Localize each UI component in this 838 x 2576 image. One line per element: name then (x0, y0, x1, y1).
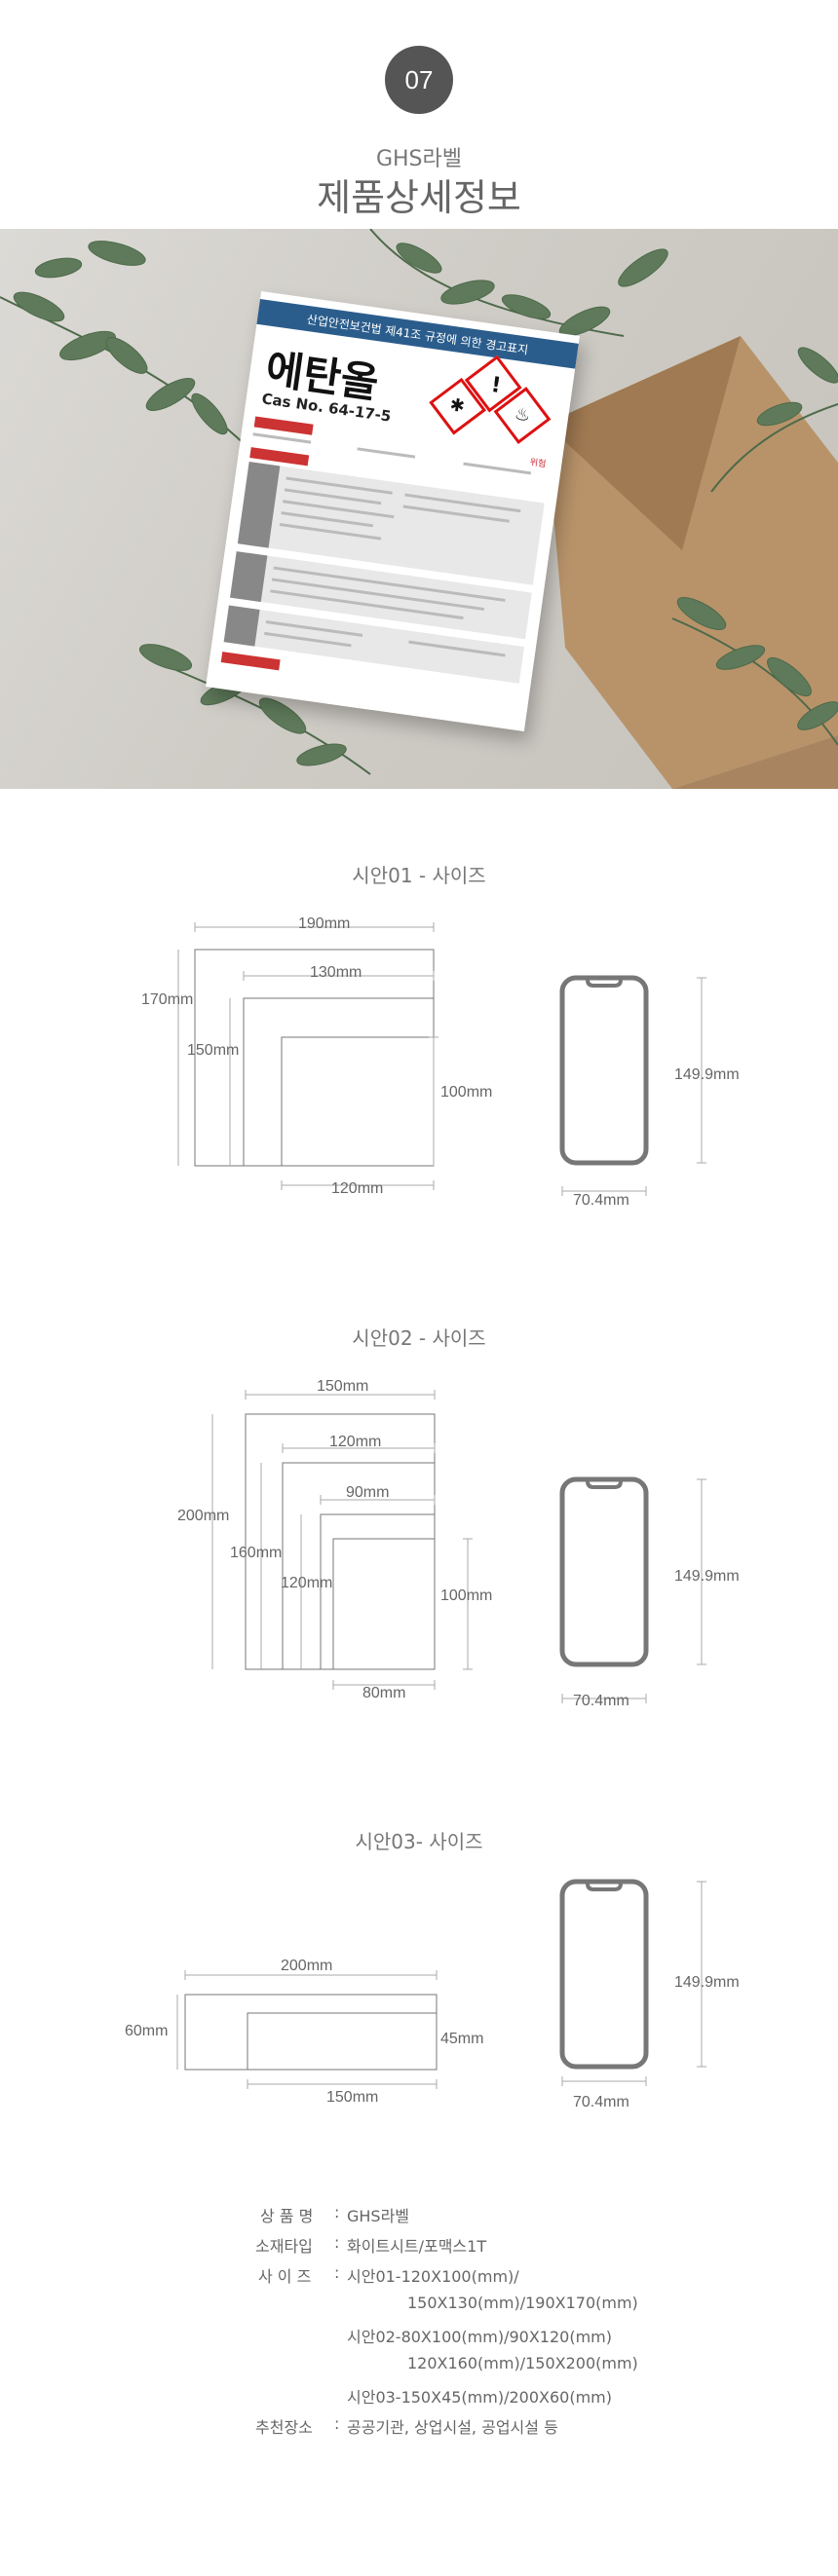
spec-value: 시안03-150X45(mm)/200X60(mm) (347, 2388, 612, 2407)
spec-label: 상 품 명 (260, 2207, 314, 2225)
signal-word: 위험 (529, 458, 547, 470)
phone-width-label: 70.4mm (573, 1693, 629, 1709)
spec-value: 150X130(mm)/190X170(mm) (407, 2294, 638, 2312)
size-diagram-3 (176, 1879, 706, 2089)
section-subtitle: GHS라벨 (375, 147, 463, 171)
spec-value: 공공기관, 상업시설, 공업시설 등 (347, 2418, 558, 2437)
flame-glyph: ♨ (513, 403, 532, 427)
label-outline-90x120 (320, 1513, 436, 1670)
size-section-title: 시안01 - 사이즈 (352, 864, 486, 887)
health-hazard-glyph: ✱ (448, 394, 467, 418)
dim-label: 150mm (317, 1378, 369, 1395)
label-response-tab (230, 551, 268, 603)
dim-label: 100mm (440, 1587, 493, 1604)
label-section-tag (220, 652, 281, 671)
dim-label: 190mm (298, 915, 351, 932)
kraft-envelope (546, 336, 838, 789)
dim-label: 200mm (177, 1508, 230, 1524)
dim-label: 170mm (141, 991, 194, 1008)
dim-label: 130mm (310, 964, 362, 981)
dim-label: 150mm (326, 2089, 379, 2106)
eucalyptus-branch-left (0, 241, 254, 454)
spec-label: 소재타입 (255, 2237, 313, 2256)
dim-label: 80mm (362, 1685, 406, 1701)
spec-value: 시안02-80X100(mm)/90X120(mm) (347, 2328, 612, 2346)
label-storage-tab (223, 605, 260, 647)
dim-label: 120mm (329, 1434, 382, 1450)
ghs-label-card: 산업안전보건법 제41조 규정에 의한 경고표지 에탄올 Cas No. 64-… (206, 291, 580, 731)
spec-colon: : (334, 2414, 340, 2433)
phone-width-label: 70.4mm (573, 1192, 629, 1209)
spec-value: GHS라벨 (347, 2207, 410, 2225)
label-outline-200x60 (184, 1994, 438, 2071)
label-outline-150x45 (247, 2012, 438, 2071)
phone-height-label: 149.9mm (674, 1568, 740, 1585)
dim-label: 150mm (187, 1042, 240, 1059)
phone-height-label: 149.9mm (674, 1066, 740, 1083)
size-section-title: 시안02 - 사이즈 (352, 1326, 486, 1350)
size-diagram-1 (177, 922, 706, 1196)
dim-label: 120mm (331, 1180, 384, 1197)
dim-label: 90mm (346, 1484, 390, 1501)
label-text-line (463, 462, 532, 475)
spec-label: 사 이 즈 (258, 2267, 312, 2286)
dim-label: 160mm (230, 1545, 283, 1561)
phone-width-label: 70.4mm (573, 2094, 629, 2110)
spec-value: 화이트시트/포맥스1T (347, 2237, 487, 2256)
spec-value: 120X160(mm)/150X200(mm) (407, 2354, 638, 2372)
spec-value: 시안01-120X100(mm)/ (347, 2267, 519, 2286)
dim-label: 120mm (281, 1575, 333, 1591)
page-title: 제품상세정보 (317, 176, 521, 219)
eucalyptus-branch-top (369, 229, 668, 337)
dim-label: 60mm (125, 2023, 169, 2039)
label-outline-80x100 (332, 1538, 436, 1670)
dim-label: 45mm (440, 2031, 484, 2047)
label-outline-120x100 (281, 1036, 435, 1167)
section-number-badge: 07 (385, 46, 453, 114)
spec-colon: : (334, 2233, 340, 2252)
dim-label: 100mm (440, 1084, 493, 1101)
size-diagram-2 (211, 1390, 706, 1703)
spec-label: 추천장소 (255, 2418, 313, 2437)
dim-label: 200mm (281, 1958, 333, 1974)
spec-colon: : (334, 2203, 340, 2221)
label-text-line (357, 447, 416, 459)
phone-icon (559, 1476, 649, 1667)
spec-colon: : (334, 2263, 340, 2282)
size-section-title: 시안03- 사이즈 (355, 1830, 483, 1853)
phone-icon (559, 1879, 649, 2070)
label-outline-150x130 (243, 997, 435, 1167)
label-text-line (252, 432, 312, 444)
eucalyptus-branch-right (671, 347, 838, 746)
phone-icon (559, 975, 649, 1166)
label-section-tag (253, 416, 314, 435)
phone-height-label: 149.9mm (674, 1974, 740, 1991)
label-outline-150x200 (245, 1413, 436, 1670)
